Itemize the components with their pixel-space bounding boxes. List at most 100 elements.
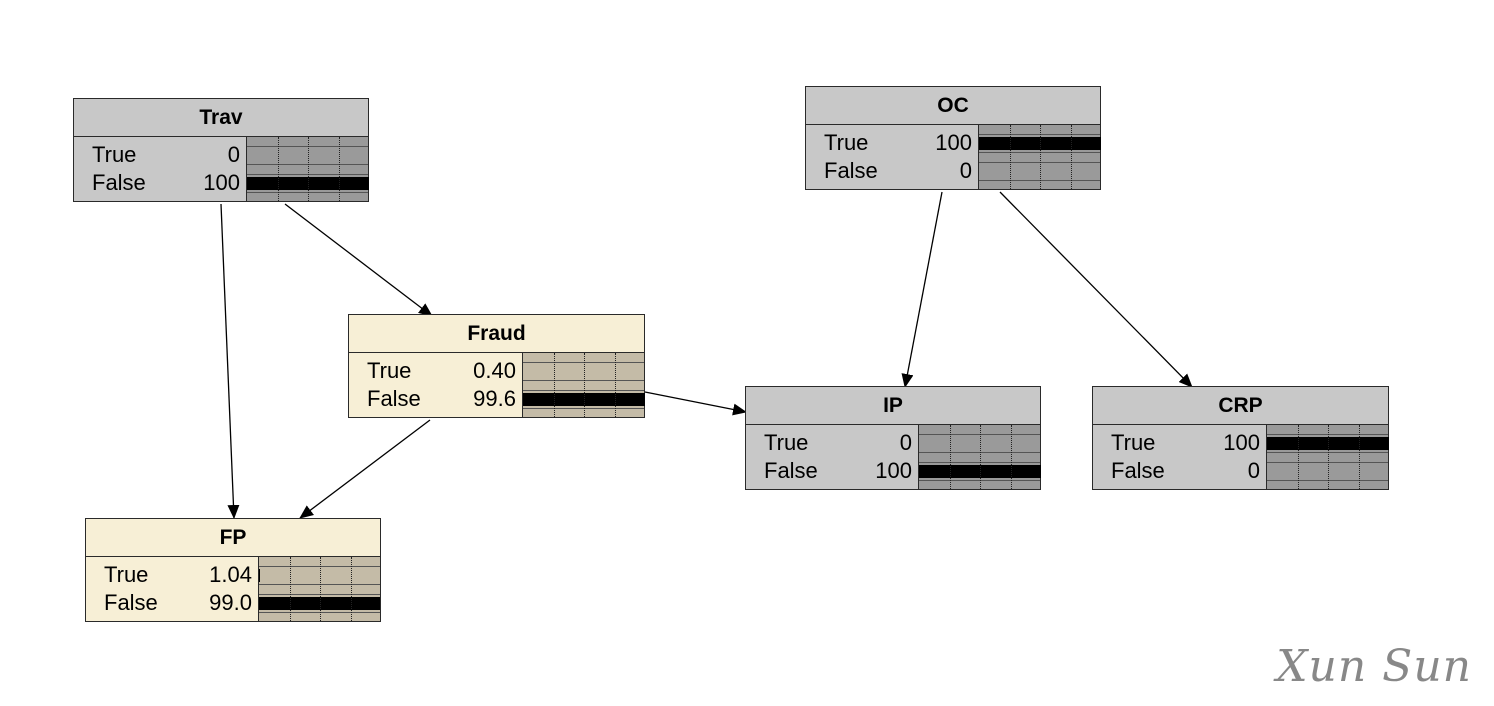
bar-frame bbox=[919, 462, 1040, 481]
belief-bars bbox=[918, 425, 1041, 489]
state-value: 0 bbox=[959, 158, 972, 183]
state-row: True 0 bbox=[764, 429, 912, 457]
state-label: True bbox=[104, 562, 149, 587]
state-value: 100 bbox=[203, 170, 240, 195]
state-label: True bbox=[824, 130, 869, 155]
bar-gridline bbox=[1010, 125, 1011, 189]
bar-frame bbox=[247, 174, 368, 193]
bar-gridline bbox=[1071, 125, 1072, 189]
state-label: False bbox=[764, 458, 818, 483]
node-title: FP bbox=[86, 519, 380, 557]
node-title: CRP bbox=[1093, 387, 1388, 425]
belief-bars bbox=[1266, 425, 1389, 489]
edge-oc-crp bbox=[999, 191, 1193, 388]
edge-oc-ip bbox=[901, 191, 943, 388]
state-value: 99.6 bbox=[473, 386, 516, 411]
node-title: Trav bbox=[74, 99, 368, 137]
author-signature: Xun Sun bbox=[1276, 641, 1472, 692]
state-value: 0 bbox=[899, 430, 912, 455]
state-label: True bbox=[1111, 430, 1156, 455]
node-title: OC bbox=[806, 87, 1100, 125]
node-title: Fraud bbox=[349, 315, 644, 353]
state-row: True 100 bbox=[824, 129, 972, 157]
bar-frame bbox=[247, 146, 368, 165]
state-row: False 100 bbox=[764, 457, 912, 485]
bar-frame bbox=[919, 434, 1040, 453]
edge-fraud-ip bbox=[644, 391, 747, 416]
edge-trav-fraud bbox=[284, 203, 433, 317]
state-label: True bbox=[92, 142, 137, 167]
state-value: 1.04 bbox=[209, 562, 252, 587]
state-value: 100 bbox=[1223, 430, 1260, 455]
bar-gridline bbox=[320, 557, 321, 621]
edge-trav-fp bbox=[220, 203, 240, 519]
bar-gridline bbox=[554, 353, 555, 417]
state-value: 100 bbox=[935, 130, 972, 155]
state-value: 0 bbox=[1247, 458, 1260, 483]
bar-gridline bbox=[1298, 425, 1299, 489]
belief-bars bbox=[978, 125, 1101, 189]
state-row: True 0.40 bbox=[367, 357, 516, 385]
state-row: False 0 bbox=[1111, 457, 1260, 485]
bar-gridline bbox=[950, 425, 951, 489]
bar-gridline bbox=[278, 137, 279, 201]
state-value: 100 bbox=[875, 458, 912, 483]
belief-bars bbox=[246, 137, 369, 201]
state-row: False 99.6 bbox=[367, 385, 516, 413]
bar-gridline bbox=[1359, 425, 1360, 489]
bar-gridline bbox=[980, 425, 981, 489]
bar-frame bbox=[979, 162, 1100, 181]
belief-bars bbox=[522, 353, 645, 417]
bar-gridline bbox=[339, 137, 340, 201]
state-label: False bbox=[367, 386, 421, 411]
belief-bar bbox=[259, 597, 380, 610]
bar-gridline bbox=[1328, 425, 1329, 489]
state-row: False 100 bbox=[92, 169, 240, 197]
bar-gridline bbox=[290, 557, 291, 621]
state-label: False bbox=[92, 170, 146, 195]
state-label: True bbox=[367, 358, 412, 383]
bar-gridline bbox=[351, 557, 352, 621]
bar-gridline bbox=[615, 353, 616, 417]
bar-gridline bbox=[308, 137, 309, 201]
bar-frame bbox=[259, 594, 380, 613]
state-label: True bbox=[764, 430, 809, 455]
bar-frame bbox=[259, 566, 380, 585]
state-row: True 1.04 bbox=[104, 561, 252, 589]
bar-frame bbox=[523, 390, 644, 409]
bar-frame bbox=[523, 362, 644, 381]
state-row: False 99.0 bbox=[104, 589, 252, 617]
belief-bar bbox=[259, 569, 260, 582]
bar-gridline bbox=[1011, 425, 1012, 489]
bar-gridline bbox=[584, 353, 585, 417]
edge-fraud-fp bbox=[299, 419, 431, 519]
bar-frame bbox=[1267, 434, 1388, 453]
state-label: False bbox=[824, 158, 878, 183]
bar-frame bbox=[1267, 462, 1388, 481]
state-value: 0.40 bbox=[473, 358, 516, 383]
state-value: 99.0 bbox=[209, 590, 252, 615]
node-title: IP bbox=[746, 387, 1040, 425]
bar-gridline bbox=[1040, 125, 1041, 189]
state-label: False bbox=[1111, 458, 1165, 483]
state-label: False bbox=[104, 590, 158, 615]
state-value: 0 bbox=[227, 142, 240, 167]
state-row: True 100 bbox=[1111, 429, 1260, 457]
state-row: False 0 bbox=[824, 157, 972, 185]
state-row: True 0 bbox=[92, 141, 240, 169]
bar-frame bbox=[979, 134, 1100, 153]
belief-bars bbox=[258, 557, 380, 621]
